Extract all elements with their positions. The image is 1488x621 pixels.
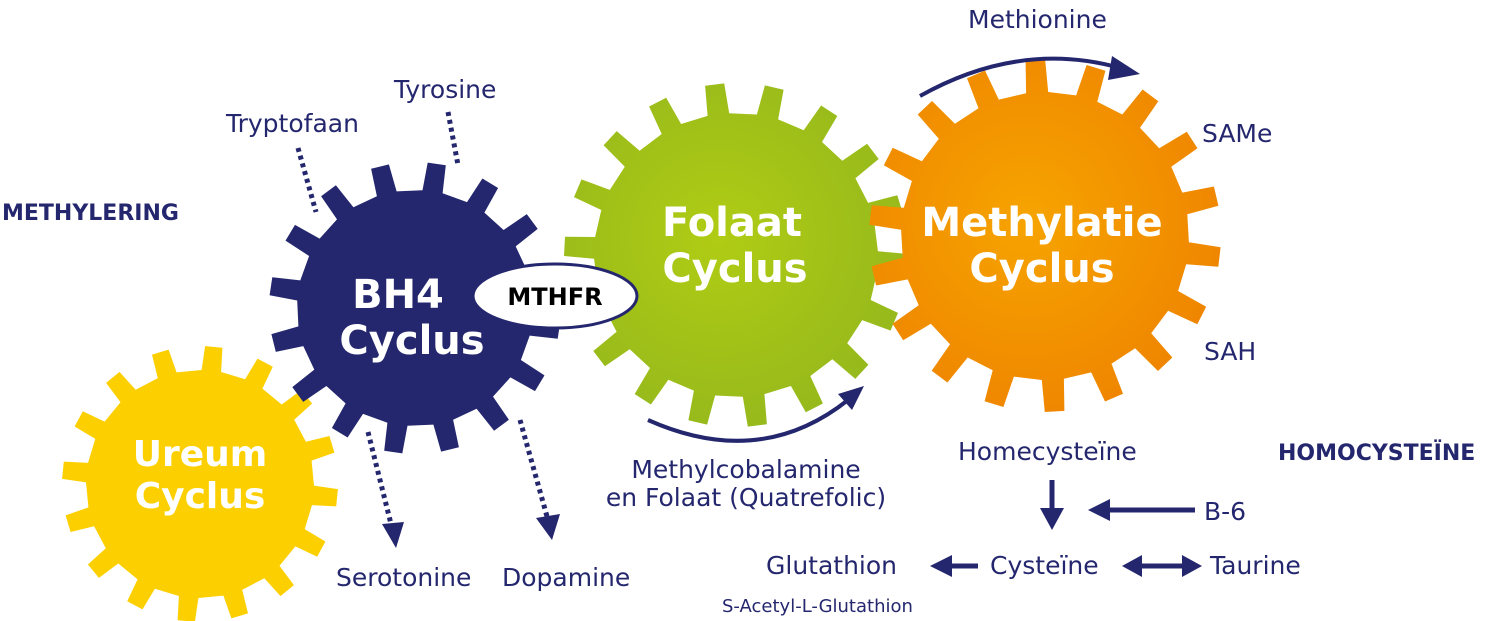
- methylatie-cycle-label-line2: Cyclus: [969, 246, 1114, 292]
- taurine-label: Taurine: [1209, 551, 1301, 580]
- ureum-cycle-gear: [62, 346, 338, 621]
- ureum-cycle-label-line2: Cyclus: [135, 476, 266, 517]
- bh4-cycle-gear: [269, 162, 561, 454]
- tryptofaan-label: Tryptofaan: [225, 109, 359, 138]
- serotonine-label: Serotonine: [336, 563, 471, 592]
- methylcobalamine-label-line1: Methylcobalamine: [631, 455, 860, 484]
- cysteine-taurine-arrowhead-right: [1182, 555, 1202, 577]
- methylatie-cycle-label-line1: Methylatie: [921, 200, 1162, 246]
- homocysteine-heading: HOMOCYSTEÏNE: [1278, 440, 1475, 466]
- mthfr-badge: [471, 262, 639, 330]
- folaat-cycle-label-line2: Cyclus: [662, 246, 807, 292]
- glutathion-label: Glutathion: [766, 551, 897, 580]
- methylatie-cycle-gear: [869, 60, 1221, 412]
- methylcobalamine-curved-line: [647, 398, 850, 443]
- tryptofaan-input-line: [295, 147, 319, 213]
- methylering-heading: METHYLERING: [2, 201, 179, 226]
- tyrosine-label: Tyrosine: [393, 75, 496, 104]
- b6-arrowhead: [1088, 499, 1110, 521]
- same-label: SAMe: [1202, 119, 1272, 148]
- methylcobalamine-arrowhead: [838, 386, 864, 410]
- cysteine-to-glutathion-arrowhead: [930, 555, 952, 577]
- mthfr-label: MTHFR: [507, 283, 602, 311]
- sah-label: SAH: [1204, 337, 1256, 366]
- bh4-cycle-label-line2: Cyclus: [339, 318, 484, 364]
- ureum-cycle-label-line1: Ureum: [133, 434, 268, 475]
- bh4-cycle-label-line1: BH4: [352, 272, 444, 318]
- dopamine-arrowhead: [536, 514, 560, 540]
- serotonine-arrowhead: [382, 522, 404, 548]
- cysteine-label: Cysteïne: [990, 551, 1099, 580]
- methionine-arrowhead: [1108, 56, 1140, 80]
- methionine-label: Methionine: [968, 5, 1107, 34]
- serotonine-output-line: [365, 431, 395, 529]
- homecysteine-label: Homecysteïne: [958, 437, 1137, 466]
- homecysteine-to-cysteine-arrowhead: [1040, 508, 1064, 530]
- dopamine-output-line: [517, 419, 551, 521]
- s-acetyl-glutathion-label: S-Acetyl-L-Glutathion: [722, 596, 913, 617]
- methylcobalamine-label-line2: en Folaat (Quatrefolic): [606, 483, 886, 512]
- methionine-curved-line: [919, 56, 1121, 98]
- dopamine-label: Dopamine: [502, 563, 630, 592]
- b6-label: B-6: [1204, 497, 1246, 526]
- folaat-cycle-gear: [564, 83, 908, 427]
- tyrosine-input-line: [445, 111, 461, 166]
- cysteine-taurine-arrowhead-left: [1122, 555, 1142, 577]
- folaat-cycle-label-line1: Folaat: [662, 200, 802, 246]
